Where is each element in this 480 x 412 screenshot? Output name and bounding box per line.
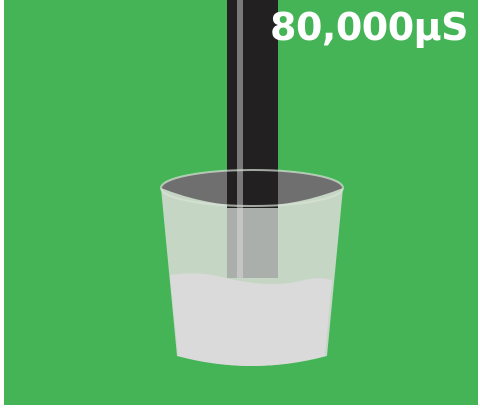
- probe-body: [227, 0, 278, 208]
- probe-submerged: [227, 208, 278, 278]
- probe-submerged-highlight: [237, 208, 243, 278]
- conductivity-probe-icon: [227, 0, 278, 278]
- liquid: [170, 273, 332, 366]
- probe-highlight: [237, 0, 243, 208]
- conductivity-reading: 80,000µS: [270, 5, 468, 49]
- beaker-rim-outline: [160, 169, 344, 207]
